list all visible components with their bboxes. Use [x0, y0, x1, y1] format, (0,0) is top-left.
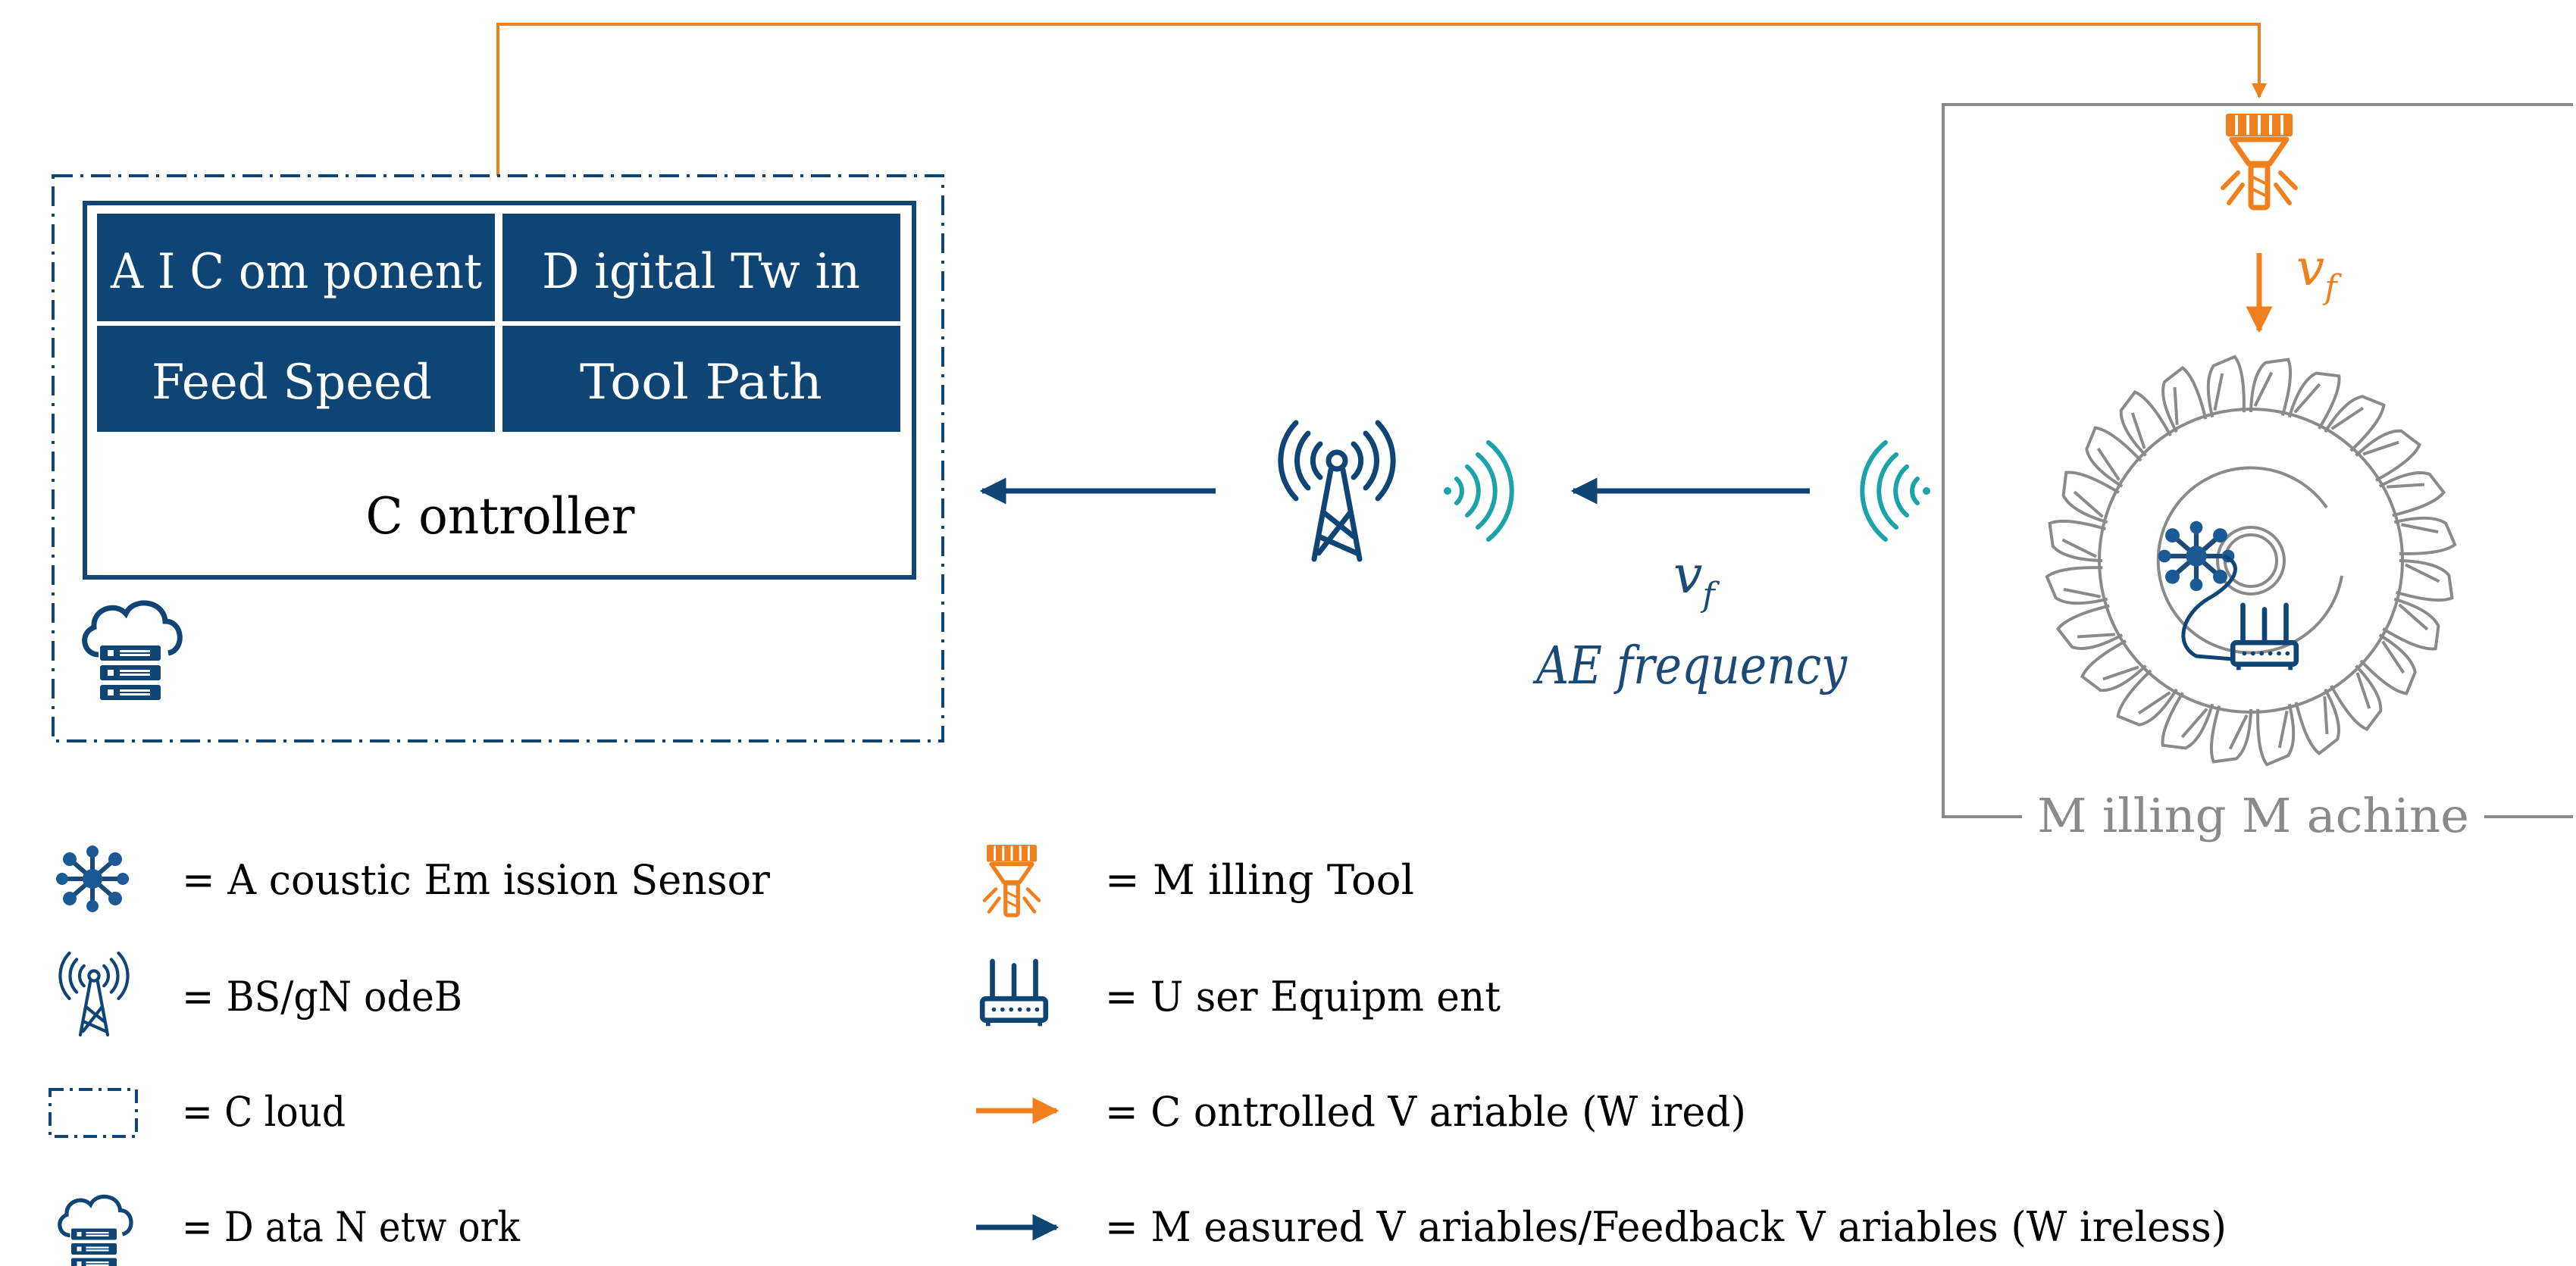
- cutter-wheel-tooth: [2119, 390, 2172, 457]
- ae-sensor-icon: [2158, 521, 2235, 591]
- legend-tower-text: = BS/gN odeB: [182, 973, 462, 1021]
- legend: = A coustic Em ission Sensor = BS/gN ode…: [49, 845, 2227, 1266]
- ae-frequency-label: AE frequency: [1532, 636, 1848, 696]
- digital-twin-label: D igital Tw in: [542, 244, 860, 300]
- milling-machine-frame: [1942, 103, 2573, 818]
- cutter-wheel-tooth-edge: [2381, 640, 2405, 674]
- cutter-wheel-tooth-edge: [2355, 672, 2371, 709]
- controller-cell-grid: A I C om ponent D igital Tw in Feed Spee…: [97, 214, 900, 432]
- cutter-wheel-tooth-edge: [2362, 440, 2399, 456]
- cutter-wheel-inner-arc: [2156, 466, 2343, 655]
- tool-path-cell: [502, 326, 900, 432]
- legend-milling-tool-text: = M illing Tool: [1105, 856, 1414, 904]
- legend-cloud-text: = C loud: [182, 1088, 346, 1136]
- cutter-wheel-tooth: [2249, 358, 2293, 417]
- controller-label: C ontroller: [366, 487, 635, 545]
- cutter-wheel-tooth: [2080, 639, 2147, 692]
- ai-component-label: A I C om ponent: [110, 244, 482, 300]
- legend-router-icon: [982, 961, 1046, 1027]
- cloud-server-icon: [85, 603, 180, 700]
- legend-measured-text: = M easured V ariables/Feedback V ariabl…: [1105, 1203, 2227, 1251]
- cutter-wheel-tooth-edge: [2061, 538, 2097, 558]
- cutter-wheel-hub: [2216, 526, 2286, 595]
- cutter-wheel-tooth: [2206, 355, 2246, 418]
- cutter-wheel-tooth-edge: [2073, 490, 2104, 518]
- wave-icon: [1860, 440, 1930, 542]
- cutter-wheel-tooth: [2209, 705, 2252, 764]
- cutter-wheel-tooth-edge: [2228, 714, 2249, 750]
- cutter-wheel-tooth: [2161, 692, 2214, 750]
- cutter-wheel-tooth: [2324, 395, 2386, 452]
- cutter-wheel-tooth-edge: [2130, 412, 2146, 449]
- digital-twin-cell: [502, 214, 900, 321]
- cutter-wheel-tooth-edge: [2077, 633, 2115, 639]
- cloud-box-icon: [49, 1088, 138, 1138]
- cutter-wheel-tooth: [2294, 688, 2340, 756]
- cutter-wheel-tooth: [2395, 559, 2454, 602]
- cutter-wheel-icon: [2045, 355, 2457, 767]
- measured-feed-label: vf: [1673, 545, 1720, 614]
- cutter-wheel-tooth: [2393, 516, 2457, 555]
- cutter-wheel-tooth: [2048, 519, 2107, 562]
- cutter-wheel-tooth-edge: [2330, 406, 2365, 430]
- cutter-wheel-tooth-edge: [2405, 563, 2440, 583]
- milling-tool-icon: [2223, 114, 2296, 208]
- legend-data-network-text: = D ata N etw ork: [182, 1203, 521, 1251]
- cutter-wheel-tooth-edge: [2253, 371, 2274, 407]
- cutter-wheel-tooth: [2256, 703, 2296, 767]
- feed-speed-label: Feed Speed: [152, 355, 432, 411]
- legend-ae-sensor-icon: [56, 846, 129, 912]
- cutter-wheel-tooth-edge: [2096, 447, 2121, 481]
- cutter-wheel-tooth: [2085, 426, 2142, 488]
- legend-cloud-server-icon: [60, 1196, 131, 1266]
- router-icon: [2233, 605, 2296, 671]
- cutter-wheel-tooth: [2359, 633, 2417, 696]
- cutter-wheel-tooth-edge: [2063, 587, 2102, 599]
- legend-controlled-text: = C ontrolled V ariable (W ired): [1105, 1088, 1746, 1136]
- cutter-wheel-tooth: [2378, 471, 2446, 517]
- sensor-cable: [2181, 554, 2237, 661]
- cutter-wheel-tooth-edge: [2387, 483, 2425, 489]
- cutter-wheel-tooth: [2116, 669, 2178, 727]
- tool-feed-label: vf: [2296, 239, 2342, 307]
- legend-ae-sensor-text: = A coustic Em ission Sensor: [182, 856, 770, 904]
- cutter-wheel-tooth: [2355, 429, 2421, 482]
- cutter-wheel-tooth: [2055, 604, 2124, 650]
- cutter-wheel-tooth: [2330, 664, 2383, 731]
- cutter-wheel-tooth: [2161, 365, 2208, 433]
- cutter-wheel-tooth-edge: [2398, 603, 2429, 631]
- cutter-wheel-tooth: [2061, 470, 2120, 524]
- wave-icon: [1444, 440, 1514, 542]
- cutter-wheel-tooth: [2287, 371, 2341, 430]
- cutter-wheel-tooth-edge: [2293, 383, 2321, 414]
- ai-component-cell: [97, 214, 495, 321]
- cutter-wheel-tooth-edge: [2180, 708, 2208, 739]
- cutter-wheel-tooth-edge: [2173, 386, 2179, 425]
- controlled-variable-line: [496, 23, 2267, 176]
- cutter-wheel-tooth-edge: [2323, 696, 2329, 735]
- legend-milling-tool-icon: [984, 845, 1039, 915]
- cutter-wheel-tooth-edge: [2400, 523, 2439, 534]
- cloud-boundary: [52, 174, 944, 742]
- cutter-wheel-tooth: [2045, 566, 2108, 605]
- cutter-wheel-tooth-edge: [2102, 665, 2139, 681]
- cutter-wheel-tooth: [2382, 597, 2440, 651]
- feed-speed-cell: [97, 326, 495, 432]
- antenna-tower-icon: [1281, 423, 1393, 559]
- milling-machine-label: M illing M achine: [2037, 788, 2469, 843]
- legend-tower-icon: [60, 953, 127, 1035]
- cutter-wheel-tooth-edge: [2213, 373, 2224, 411]
- cutter-wheel-tooth-edge: [2277, 710, 2289, 749]
- legend-user-equipment-text: = U ser Equipm ent: [1105, 973, 1501, 1021]
- cutter-wheel-tooth-edge: [2137, 691, 2171, 715]
- tool-path-label: Tool Path: [580, 355, 822, 411]
